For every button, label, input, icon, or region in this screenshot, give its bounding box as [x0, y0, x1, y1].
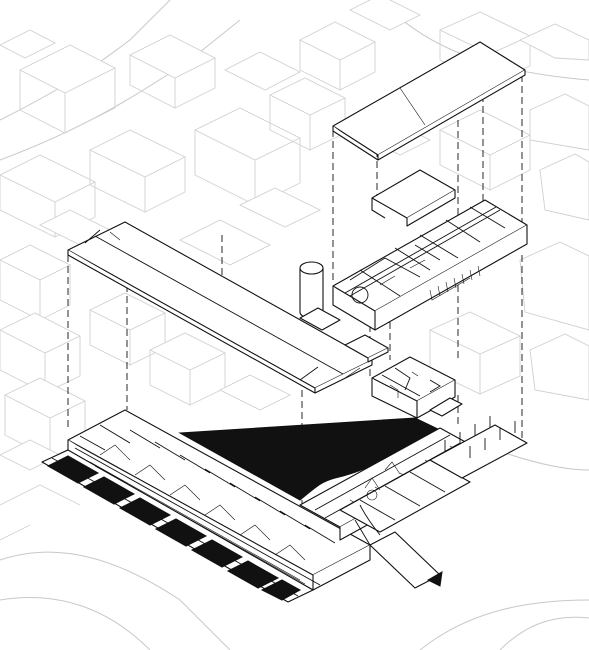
- upper-roof-slab: [332, 41, 526, 161]
- silo-cylinder: [299, 261, 324, 319]
- upper-floor-volume: [332, 169, 528, 331]
- connector-slab: [299, 307, 389, 363]
- ground-floor: [41, 409, 528, 603]
- mid-box: [371, 356, 463, 419]
- planter-cells: [46, 455, 302, 601]
- long-roof: [67, 221, 373, 394]
